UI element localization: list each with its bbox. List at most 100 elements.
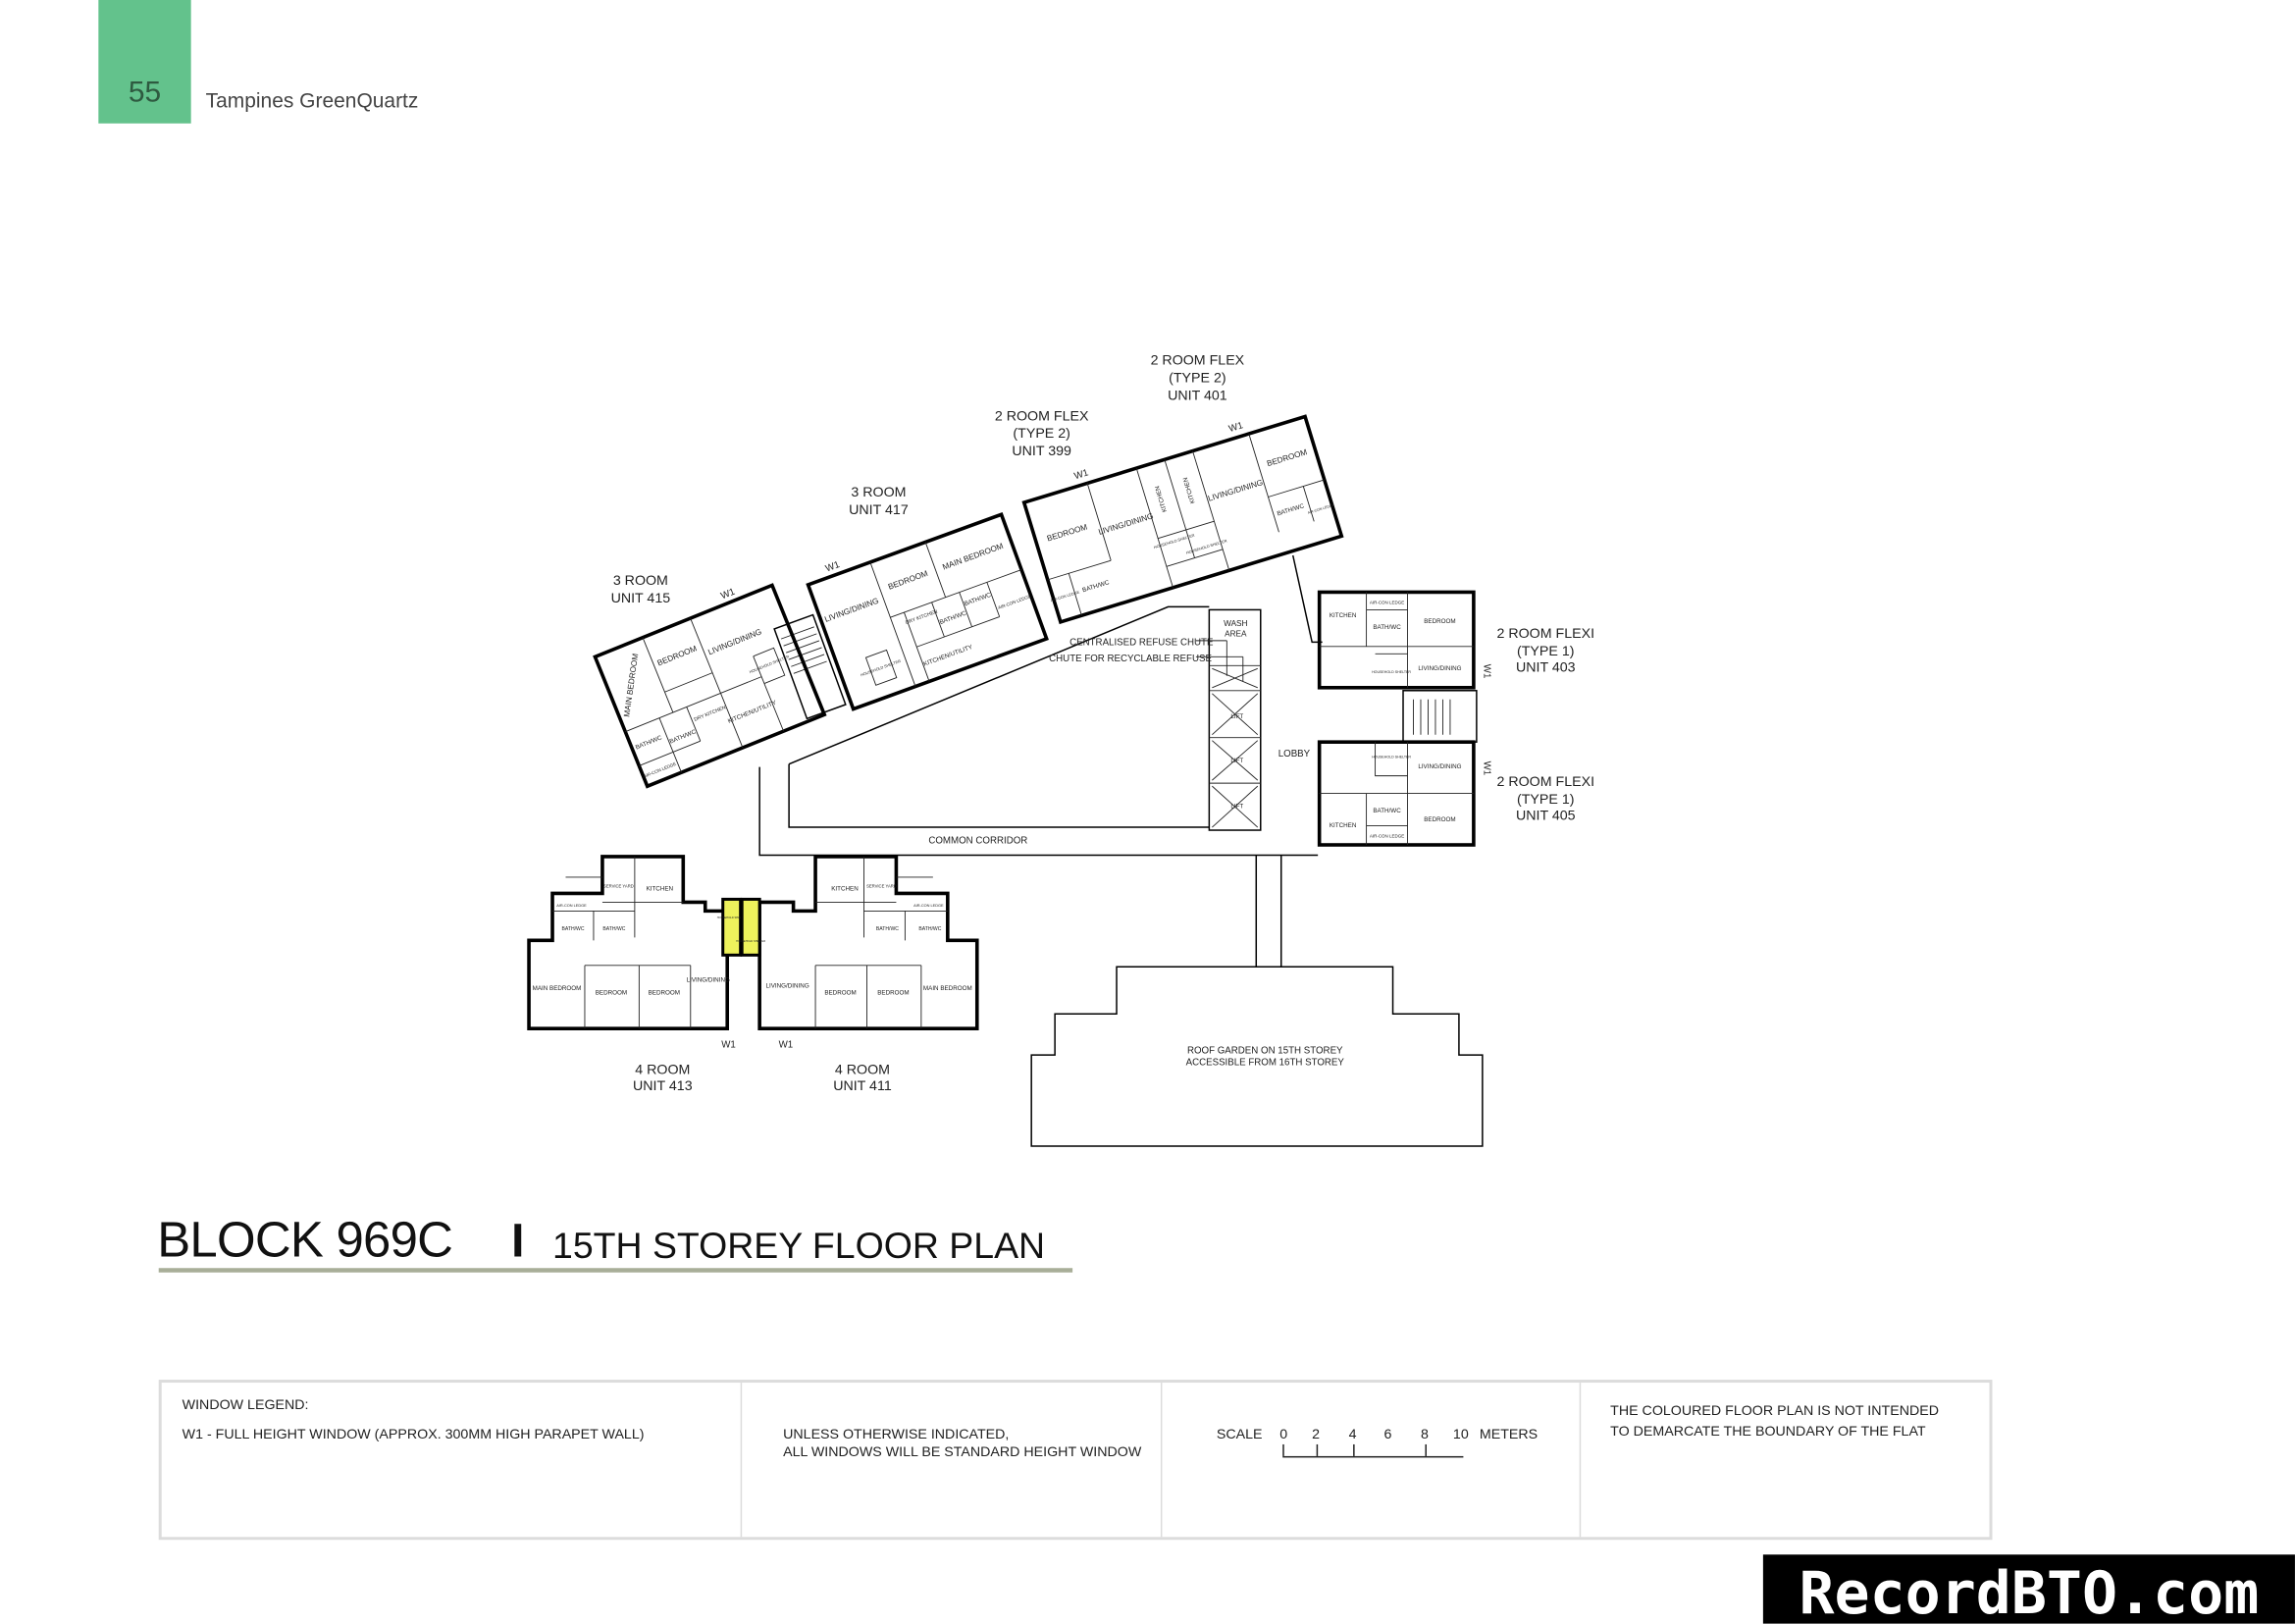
room-label: BATH/WC — [635, 734, 663, 751]
room-label: BATH/WC — [1373, 624, 1401, 631]
window-w1-label: W1 — [719, 587, 737, 602]
room-label: BEDROOM — [656, 644, 699, 667]
unit-type-label: 2 ROOM FLEXI — [1496, 626, 1594, 642]
disclaimer-line: TO DEMARCATE THE BOUNDARY OF THE FLAT — [1610, 1423, 1926, 1441]
unit-number-label: UNIT 401 — [1168, 388, 1227, 403]
roof-garden-label: ACCESSIBLE FROM 16TH STOREY — [1186, 1058, 1345, 1069]
room-label: KITCHEN — [1154, 485, 1169, 513]
document-name: Tampines GreenQuartz — [205, 87, 419, 112]
room-label: AIR-CON LEDGE — [997, 594, 1031, 610]
page-number-tab — [98, 0, 191, 124]
room-label: BATH/WC — [939, 610, 968, 626]
unit-413[interactable]: MAIN BEDROOM BEDROOM BEDROOM LIVING/DINI… — [527, 855, 747, 1051]
room-label: HOUSEHOLD SHELTER — [736, 939, 765, 943]
room-label: BEDROOM — [1046, 522, 1088, 543]
room-label: LIVING/DINING — [765, 982, 808, 989]
room-label: KITCHEN — [1330, 612, 1357, 619]
room-label: LIVING/DINING — [823, 597, 880, 624]
disclaimer-cell: THE COLOURED FLOOR PLAN IS NOT INTENDED … — [1581, 1383, 1989, 1537]
window-w1-label: W1 — [779, 1040, 794, 1051]
room-label: HOUSEHOLD SHELTER — [1372, 670, 1411, 674]
room-label: HOUSEHOLD SHELTER — [1185, 538, 1227, 554]
staircase — [773, 613, 847, 720]
room-label: LIVING/DINING — [1418, 763, 1461, 770]
room-label: BATH/WC — [964, 592, 993, 607]
scale-bar: 0 2 4 6 8 10 — [1279, 1427, 1471, 1459]
room-label: AIR-CON LEDGE — [556, 903, 587, 908]
wash-area-label: AREA — [1225, 629, 1247, 638]
unit-417[interactable]: LIVING/DINING BEDROOM MAIN BEDROOM HOUSE… — [804, 501, 1049, 711]
window-w1-label: W1 — [824, 559, 841, 574]
room-label: BEDROOM — [596, 990, 627, 997]
window-legend-title: WINDOW LEGEND: — [182, 1397, 309, 1414]
room-label: KITCHEN/UTILITY — [727, 699, 778, 724]
room-label: AIR-CON LEDGE — [1370, 600, 1404, 604]
circulation-lines — [758, 554, 1323, 968]
unit-number-label: UNIT 411 — [833, 1078, 892, 1094]
room-label: BEDROOM — [1424, 618, 1455, 625]
scale-tick-label: 0 — [1279, 1426, 1288, 1443]
unit-type-label: 2 ROOM FLEX — [1151, 352, 1245, 368]
unit-411[interactable]: LIVING/DINING BEDROOM BEDROOM MAIN BEDRO… — [736, 855, 979, 1051]
lift-label: LIFT — [1230, 758, 1243, 764]
page-title: 15TH STOREY FLOOR PLAN — [552, 1225, 1046, 1267]
unit-number-label: UNIT 403 — [1516, 659, 1576, 675]
room-label: BATH/WC — [561, 926, 584, 932]
room-label: BATH/WC — [918, 926, 941, 932]
room-label: KITCHEN — [1182, 476, 1197, 504]
room-label: BATH/WC — [1081, 579, 1111, 594]
unit-403[interactable]: KITCHEN AIR-CON LEDGE BATH/WC BEDROOM LI… — [1317, 590, 1492, 690]
room-label: BEDROOM — [824, 990, 856, 997]
refuse-chute-label: CENTRALISED REFUSE CHUTE — [1069, 637, 1214, 648]
unit-number-label: UNIT 417 — [849, 502, 909, 518]
room-label: HOUSEHOLD SHELTER — [749, 654, 790, 674]
scale-tick-label: 2 — [1312, 1426, 1321, 1443]
room-label: LIVING/DINING — [706, 627, 762, 656]
unit-captions: 3 ROOM UNIT 415 3 ROOM UNIT 417 2 ROOM F… — [611, 352, 1594, 1094]
scale-unit: METERS — [1479, 1426, 1539, 1443]
room-label: HOUSEHOLD SHELTER — [1372, 756, 1411, 760]
room-label: DRY KITCHEN — [905, 608, 939, 625]
wash-area-label: WASH — [1224, 619, 1247, 628]
unit-subtype-label: (TYPE 2) — [1169, 370, 1226, 386]
room-label: BEDROOM — [1424, 816, 1455, 823]
block-title: BLOCK 969C — [157, 1212, 453, 1269]
room-label: LIVING/DINING — [1097, 511, 1154, 537]
room-label: KITCHEN/UTILITY — [922, 644, 974, 668]
room-label: LIVING/DINING — [1207, 478, 1264, 503]
room-label: MAIN BEDROOM — [923, 985, 972, 992]
unit-subtype-label: (TYPE 2) — [1013, 426, 1069, 442]
room-label: BEDROOM — [887, 569, 929, 592]
room-label: AIR-CON LEDGE — [1307, 503, 1335, 515]
unit-type-label: 4 ROOM — [835, 1063, 890, 1078]
unit-number-label: UNIT 415 — [611, 591, 671, 606]
legend-table: WINDOW LEGEND: W1 - FULL HEIGHT WINDOW (… — [158, 1380, 1993, 1541]
room-label: KITCHEN — [831, 885, 859, 892]
window-w1-label: W1 — [1073, 467, 1090, 482]
room-label: SERVICE YARD — [866, 883, 897, 888]
room-label: BEDROOM — [649, 990, 680, 997]
unit-subtype-label: (TYPE 1) — [1517, 644, 1574, 659]
title-separator: I — [511, 1213, 525, 1267]
disclaimer-line: THE COLOURED FLOOR PLAN IS NOT INTENDED — [1610, 1403, 1940, 1420]
unit-number-label: UNIT 399 — [1012, 444, 1071, 459]
room-label: LIVING/DINING — [687, 976, 730, 983]
lift-label: LIFT — [1230, 804, 1243, 811]
room-label: BATH/WC — [876, 926, 899, 932]
room-label: AIR-CON LEDGE — [913, 903, 944, 908]
window-w1-label: W1 — [721, 1040, 736, 1051]
unit-405[interactable]: HOUSEHOLD SHELTER LIVING/DINING KITCHEN … — [1317, 740, 1492, 847]
watermark: RecordBTO.com — [1762, 1554, 2295, 1624]
room-label: HOUSEHOLD SHELTER — [1153, 533, 1195, 550]
room-label: BATH/WC — [602, 926, 625, 932]
scale-tick-label: 10 — [1452, 1426, 1469, 1443]
unit-subtype-label: (TYPE 1) — [1517, 792, 1574, 808]
room-label: HOUSEHOLD SHELTER — [717, 916, 747, 919]
unit-type-label: 4 ROOM — [635, 1063, 690, 1078]
unit-number-label: UNIT 405 — [1516, 809, 1576, 824]
window-legend-cell: WINDOW LEGEND: W1 - FULL HEIGHT WINDOW (… — [162, 1383, 743, 1538]
room-label: DRY KITCHEN — [694, 705, 727, 723]
room-label: SERVICE YARD — [603, 883, 634, 888]
